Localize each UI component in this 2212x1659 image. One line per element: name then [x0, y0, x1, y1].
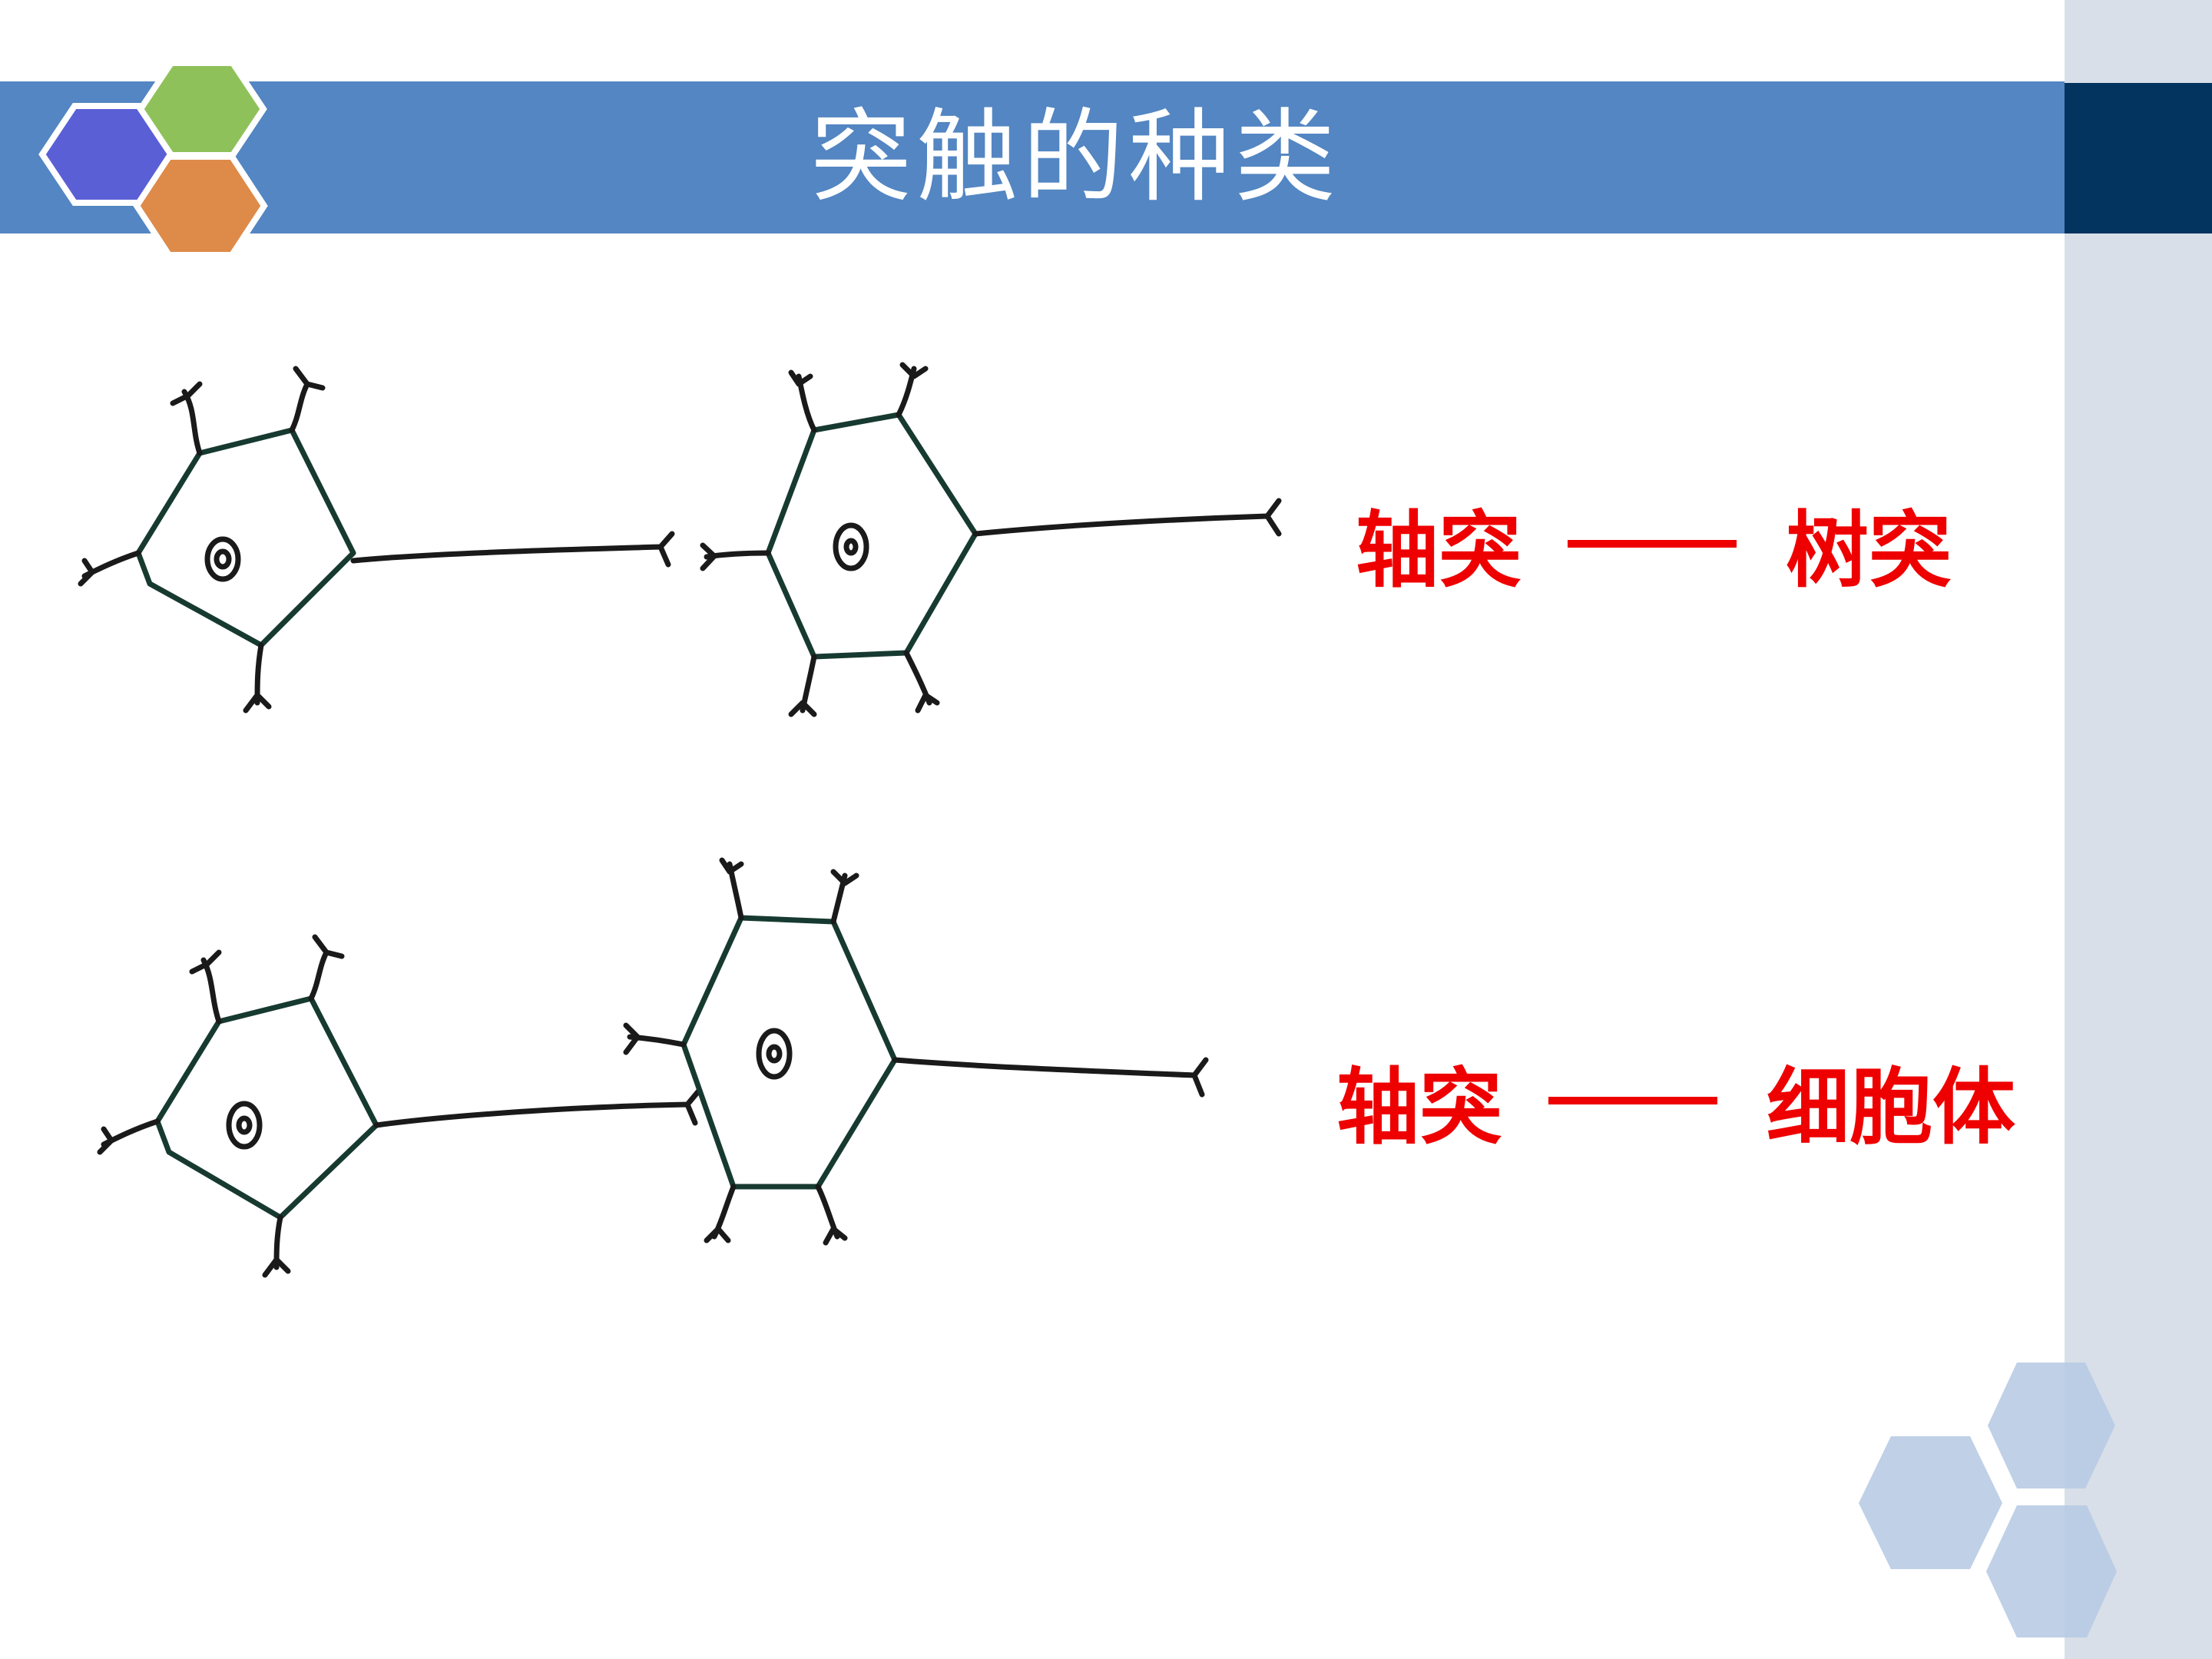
neuron-presynaptic-1	[78, 366, 675, 714]
hexagon-decoration-icon	[1859, 1363, 2117, 1637]
label-to: 细胞体	[1767, 1060, 2016, 1156]
label-from: 轴突	[1356, 503, 1522, 599]
label-from: 轴突	[1336, 1060, 1503, 1156]
neuron-postsynaptic-1	[700, 362, 1282, 717]
slide-title: 突触的种类	[810, 98, 1340, 217]
neuron-postsynaptic-2	[623, 857, 1209, 1246]
connector-dash	[1568, 540, 1737, 548]
connector-dash	[1548, 1097, 1718, 1104]
label-to: 树突	[1786, 503, 1952, 599]
title-bar	[0, 81, 2065, 233]
neuron-presynaptic-2	[97, 934, 702, 1278]
hexagon-logo-icon	[38, 60, 268, 258]
synapse-type-axodendritic: 轴突 树突	[1356, 484, 1952, 604]
title-bar-accent	[2065, 83, 2212, 233]
hex-orange	[133, 154, 268, 258]
synapse-type-axosomatic: 轴突 细胞体	[1336, 1041, 2015, 1161]
